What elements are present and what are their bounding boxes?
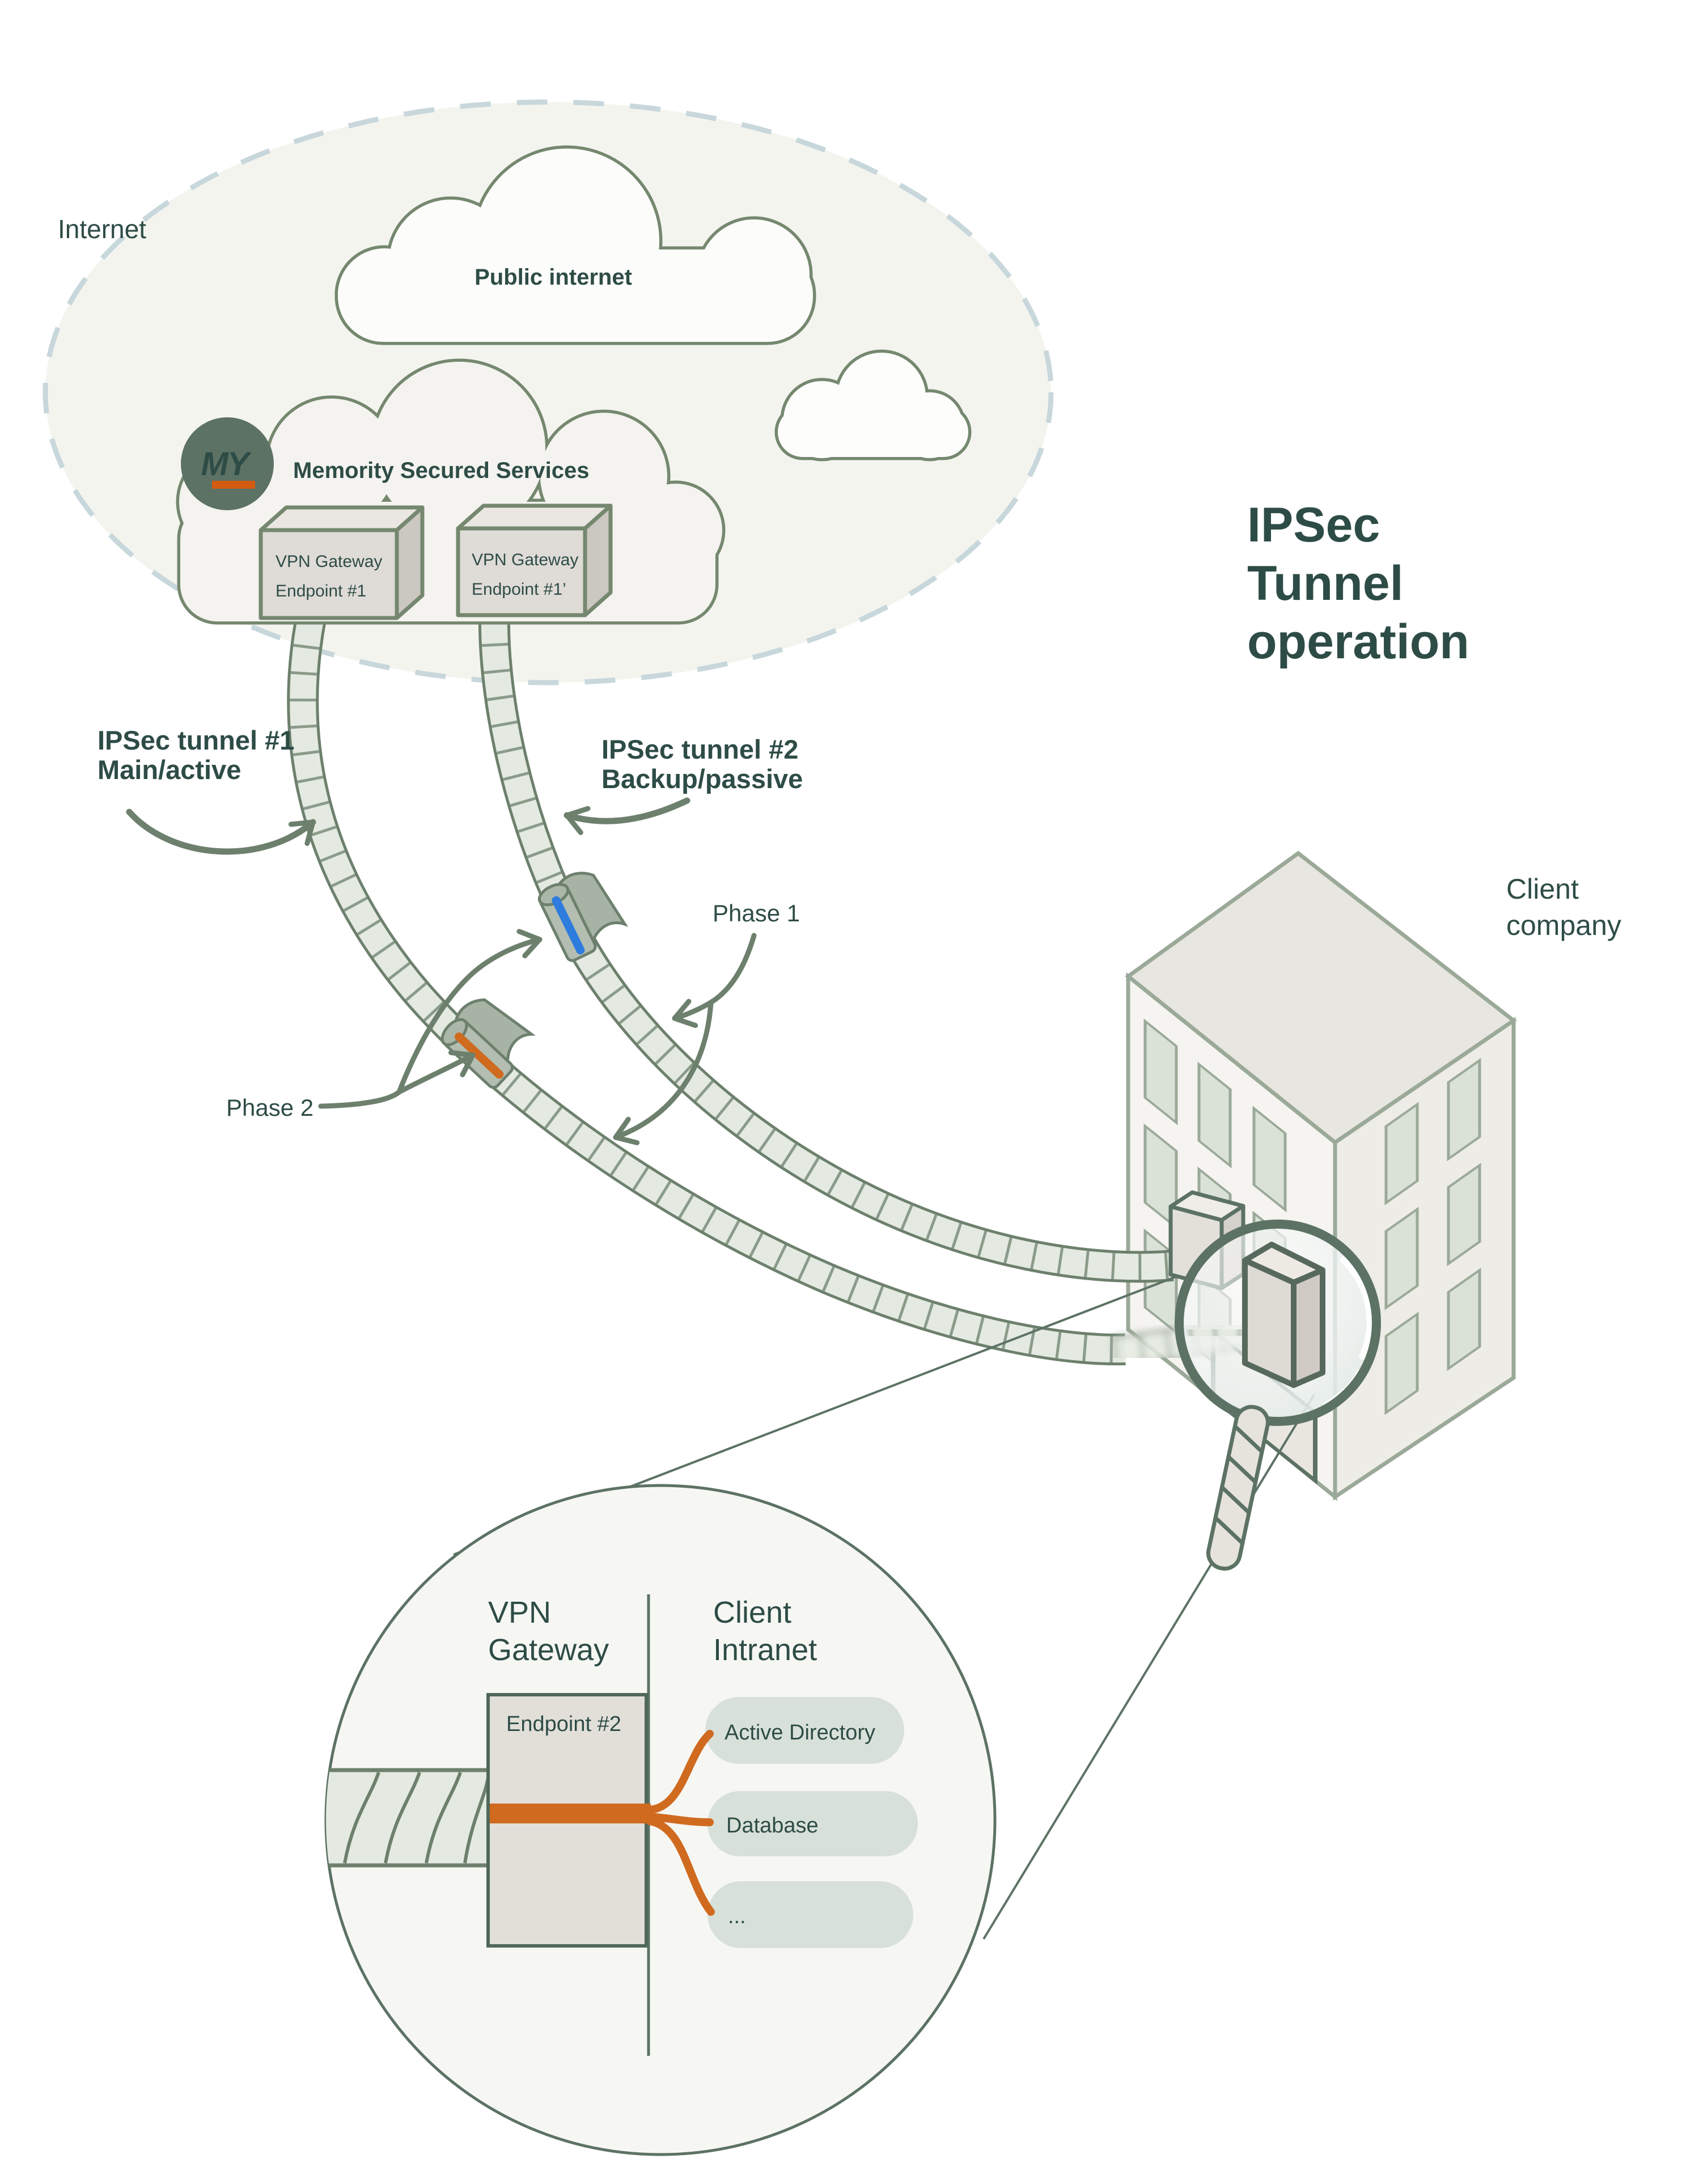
phase2-traffic-flow — [490, 1730, 715, 1916]
detail-circle: VPN Gateway Client Intranet Endpoint #2 … — [324, 1484, 997, 2156]
detail-intranet-heading-line2: Intranet — [713, 1633, 817, 1667]
internet-zone-label: Internet — [58, 214, 146, 244]
phase1-annotation-arrows — [613, 933, 757, 1145]
public-internet-label: Public internet — [474, 265, 632, 290]
diagram-title: IPSec Tunnel operation — [1247, 498, 1469, 669]
client-company-label-line2: company — [1506, 909, 1621, 941]
vpn-gateway-endpoint1b-box — [456, 503, 613, 617]
vpn-gateway-endpoint1-box — [259, 505, 425, 620]
phase2-orange-stripe — [454, 1032, 504, 1079]
phase1-label: Phase 1 — [713, 900, 800, 926]
tunnel1-label-arrow — [126, 809, 316, 855]
phase2-marker-tunnel1 — [440, 998, 536, 1089]
tunnel1-label-line1: IPSec tunnel #1 — [98, 725, 294, 755]
magnifier-glass-highlight — [1340, 1256, 1374, 1360]
magnifier-cone-line-lower — [982, 1394, 1315, 1940]
building-window — [1384, 1102, 1419, 1205]
building-window — [1197, 1061, 1232, 1169]
small-cloud — [774, 349, 972, 462]
endpoint1b-label-line2: Endpoint #1’ — [472, 580, 566, 599]
client-vpn-box-magnified — [1242, 1242, 1325, 1388]
service-pill-active-directory — [705, 1697, 904, 1764]
service-label-database: Database — [726, 1814, 819, 1838]
service-label-more: ... — [728, 1904, 746, 1928]
endpoint1-label-line1: VPN Gateway — [276, 552, 382, 571]
building-window — [1143, 1123, 1178, 1230]
magnifier-ring — [1175, 1220, 1381, 1426]
endpoint2-label: Endpoint #2 — [506, 1712, 621, 1736]
client-company-label-line1: Client — [1506, 873, 1579, 905]
service-pill-more — [707, 1881, 913, 1948]
phase1-blue-stripe — [552, 896, 585, 955]
building-window — [1384, 1207, 1419, 1310]
memority-cloud-label: Memority Secured Services — [293, 458, 589, 483]
endpoint1b-label-line1: VPN Gateway — [472, 551, 578, 569]
phase2-annotation-arrows — [318, 929, 543, 1109]
building-window — [1252, 1106, 1287, 1213]
tunnel2-label-line2: Backup/passive — [601, 764, 803, 794]
service-pill-database — [707, 1791, 918, 1856]
tunnel2-label-arrow — [564, 797, 690, 835]
detail-vpn-heading-line2: Gateway — [488, 1633, 609, 1667]
public-internet-cloud: Public internet — [334, 145, 816, 345]
title-line3: operation — [1247, 615, 1469, 669]
magnified-tunnel-stub — [1187, 1311, 1248, 1354]
memority-logo: MY — [181, 417, 274, 510]
building-window — [1447, 1267, 1481, 1372]
title-line2: Tunnel — [1247, 556, 1403, 611]
building-window — [1447, 1057, 1481, 1162]
endpoint1-label-line2: Endpoint #1 — [276, 582, 366, 600]
detail-vpn-heading-line1: VPN — [488, 1595, 551, 1629]
service-label-active-directory: Active Directory — [725, 1721, 875, 1745]
phase2-label: Phase 2 — [226, 1094, 313, 1121]
ipsec-tunnel-2-pipe — [478, 616, 1174, 1283]
magnifier — [1175, 1220, 1381, 1571]
memority-cloud: MY Memority Secured Services VPN Gateway… — [176, 358, 726, 625]
building-window — [1143, 1018, 1178, 1125]
tunnel1-label-line2: Main/active — [98, 755, 241, 785]
memority-logo-text: MY — [201, 446, 252, 482]
detail-tunnel-stub — [326, 1768, 493, 1868]
ipsec-tunnel-1-pipe — [287, 616, 1126, 1366]
phase1-marker-tunnel2 — [537, 871, 629, 962]
memority-logo-bar — [212, 481, 255, 489]
building-window — [1447, 1162, 1481, 1267]
detail-intranet-heading-line1: Client — [713, 1595, 791, 1629]
magnifier-handle — [1206, 1404, 1270, 1571]
tunnel2-label-line1: IPSec tunnel #2 — [601, 734, 798, 764]
building-window — [1384, 1311, 1419, 1415]
title-line1: IPSec — [1247, 498, 1380, 552]
